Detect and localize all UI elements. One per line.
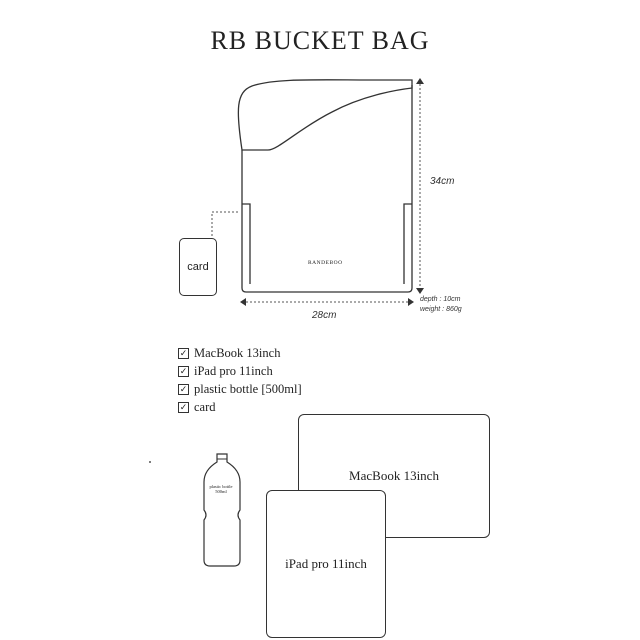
card-illustration: card xyxy=(179,238,217,296)
page-title: RB BUCKET BAG xyxy=(210,26,430,55)
weight-label: weight : 860g xyxy=(420,306,462,313)
left-pocket xyxy=(242,203,251,284)
checklist-item: ✓ iPad pro 11inch xyxy=(178,362,302,380)
checklist-item-label: plastic bottle [500ml] xyxy=(194,381,302,396)
depth-label: depth : 10cm xyxy=(420,296,461,303)
checklist: ✓ MacBook 13inch ✓ iPad pro 11inch ✓ pla… xyxy=(178,344,302,416)
bottle-label: plastic bottle 500ml xyxy=(209,484,233,494)
bag-outline xyxy=(241,85,413,293)
height-label: 34cm xyxy=(430,176,455,187)
dot-mark xyxy=(149,461,151,463)
checklist-item-label: MacBook 13inch xyxy=(194,345,281,360)
checkbox-icon: ✓ xyxy=(178,365,189,377)
checklist-item: ✓ card xyxy=(178,398,302,416)
checkbox-icon: ✓ xyxy=(178,383,189,395)
width-label: 28cm xyxy=(312,310,337,321)
card-illustration-label: card xyxy=(187,261,209,273)
bottle-outline xyxy=(203,453,241,567)
card-leader-line xyxy=(211,211,240,236)
checkbox-icon: ✓ xyxy=(178,401,189,413)
ipad-illustration: iPad pro 11inch xyxy=(266,490,386,638)
checklist-item-label: iPad pro 11inch xyxy=(194,363,273,378)
checkbox-icon: ✓ xyxy=(178,347,189,359)
right-pocket xyxy=(403,203,412,284)
bag-brand-logo: RANDEBOO xyxy=(308,260,343,266)
checklist-item: ✓ plastic bottle [500ml] xyxy=(178,380,302,398)
ipad-label: iPad pro 11inch xyxy=(285,556,367,571)
checklist-item-label: card xyxy=(194,399,216,414)
checklist-item: ✓ MacBook 13inch xyxy=(178,344,302,362)
bag-strap xyxy=(237,79,413,151)
macbook-label: MacBook 13inch xyxy=(349,468,439,483)
